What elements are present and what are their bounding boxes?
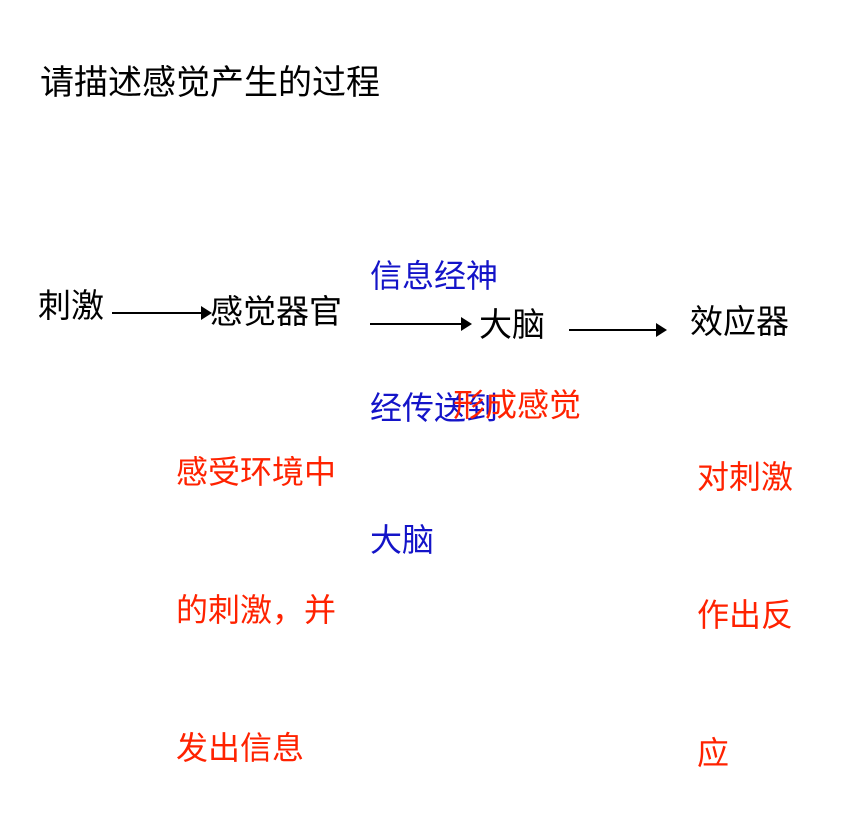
annotation-transmit-line-2: 经传送到 <box>370 389 499 427</box>
arrow-stimulus-to-sense-organ <box>112 306 212 320</box>
annotation-receive-line-3: 发出信息 <box>176 729 305 767</box>
annotation-receive-line-1: 感受环境中 <box>176 453 337 491</box>
annotation-respond-line-2: 作出反 <box>697 596 794 634</box>
annotation-feeling: 形成感觉 <box>453 386 582 424</box>
annotation-receive: 感受环境中 的刺激，并 发出信息 <box>176 357 336 817</box>
node-effector: 效应器 <box>690 302 789 341</box>
annotation-respond: 对刺激 作出反 应 <box>697 362 793 822</box>
annotation-transmit-line-1: 信息经神 <box>370 257 499 295</box>
page-title: 请描述感觉产生的过程 <box>40 63 380 103</box>
arrow-sense-organ-to-brain <box>370 317 472 331</box>
annotation-receive-line-2: 的刺激，并 <box>176 591 337 629</box>
node-brain: 大脑 <box>479 305 545 344</box>
node-sense-organ: 感觉器官 <box>210 292 342 331</box>
annotation-transmit: 信息经神 经传送到 大脑 <box>370 166 498 606</box>
annotation-respond-line-3: 应 <box>697 734 730 772</box>
annotation-transmit-line-3: 大脑 <box>370 521 435 559</box>
arrow-brain-to-effector <box>569 323 667 337</box>
node-stimulus: 刺激 <box>38 286 104 325</box>
annotation-respond-line-1: 对刺激 <box>697 458 794 496</box>
